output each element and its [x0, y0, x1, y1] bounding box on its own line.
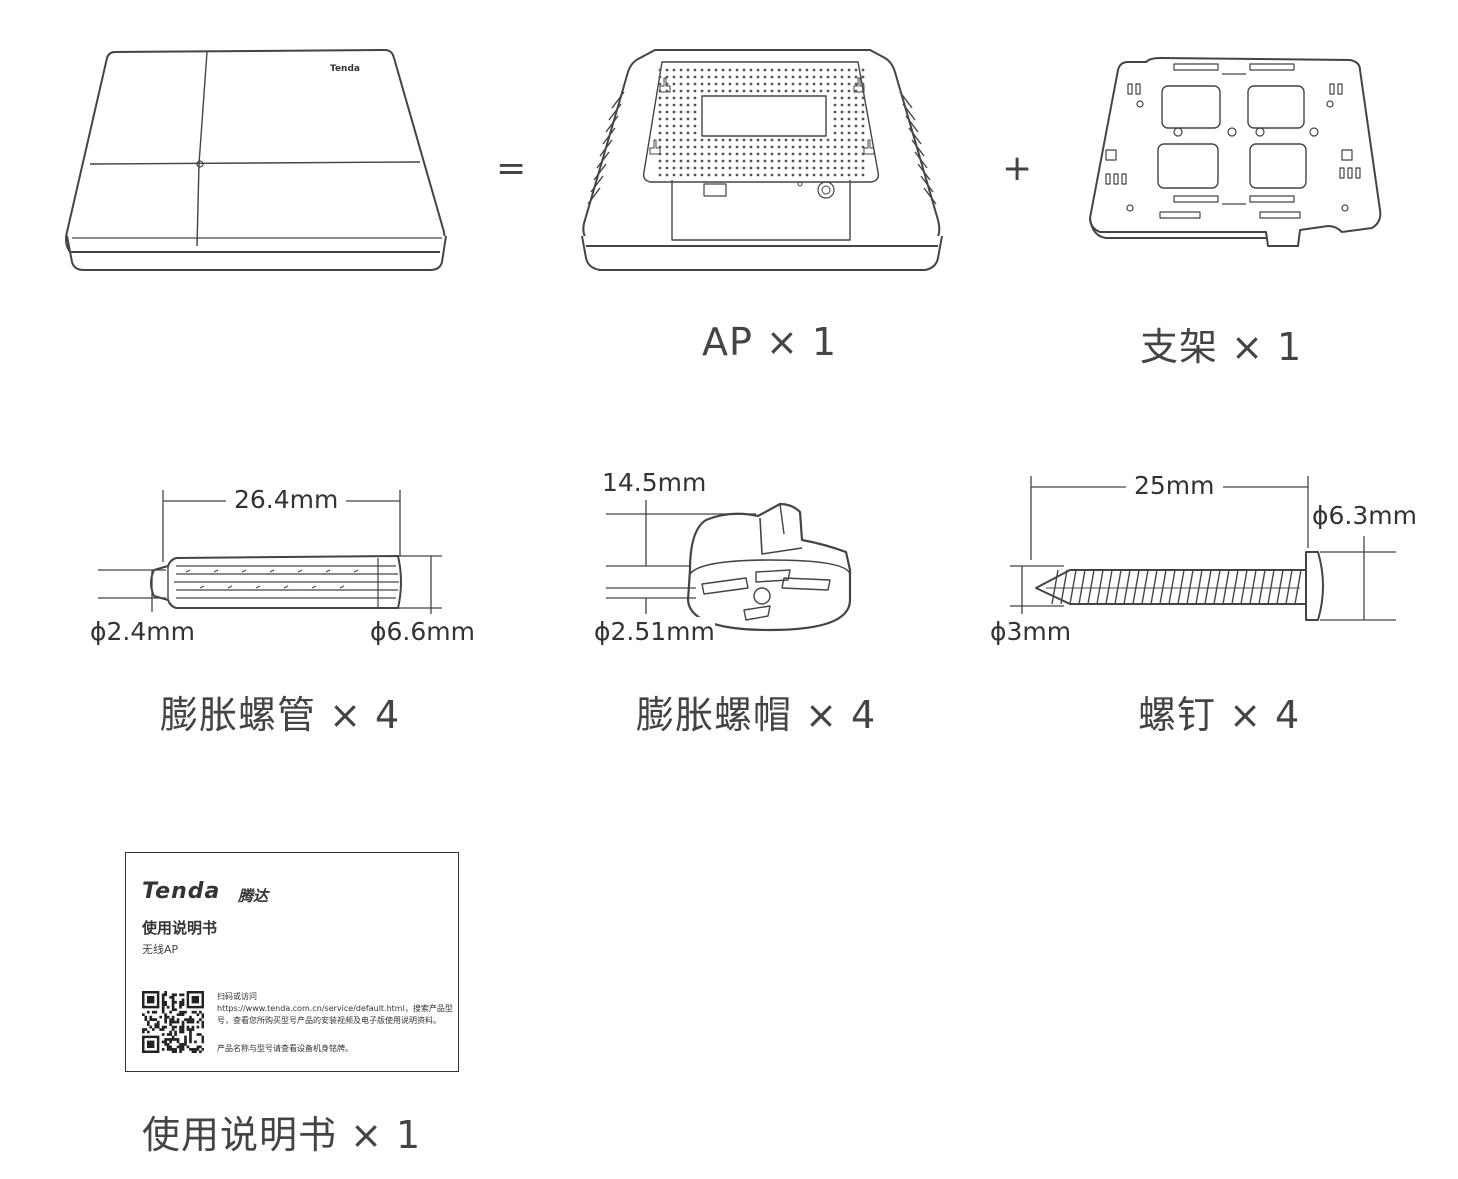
caption-bracket: 支架 × 1 — [1140, 325, 1303, 369]
manual-title: 使用说明书 — [142, 919, 218, 937]
dim-cap-height: 14.5mm — [602, 468, 707, 497]
manual-scan-label: 扫码或访问 — [217, 992, 257, 1001]
anchor-tube-dimension-lines — [98, 490, 442, 614]
ap-back-illustration — [581, 49, 943, 271]
dim-screw-length: 25mm — [1126, 471, 1223, 500]
screw-dimension-lines — [1010, 476, 1396, 621]
plus-sign: + — [1002, 148, 1033, 189]
anchor-cap-dimension-lines — [606, 500, 756, 614]
bracket-illustration — [1089, 57, 1382, 247]
caption-ap: AP × 1 — [702, 320, 838, 364]
anchor-cap-illustration — [686, 502, 852, 632]
screw-illustration — [1035, 551, 1324, 621]
manual-subtitle: 无线AP — [142, 943, 179, 956]
dim-screw-shaft: ϕ3mm — [990, 617, 1072, 646]
manual-brand-cn: 腾达 — [238, 887, 269, 905]
user-manual-card: Tenda 腾达 使用说明书 无线AP 扫码或访问 https://www.te… — [125, 852, 459, 1072]
dim-anchor-length: 26.4mm — [226, 485, 347, 514]
anchor-tube-illustration — [150, 554, 402, 609]
manual-note: 产品名称与型号请查看设备机身铭牌。 — [217, 1044, 353, 1053]
manual-brand-logo: Tenda — [142, 879, 221, 904]
ap-front-illustration: Tenda — [65, 49, 447, 271]
caption-screw: 螺钉 × 4 — [1138, 693, 1301, 737]
equals-sign: = — [496, 148, 527, 189]
manual-instructions: https://www.tenda.com.cn/service/default… — [217, 1004, 453, 1025]
dim-screw-head: ϕ6.3mm — [1312, 501, 1417, 530]
dim-anchor-outer: ϕ6.6mm — [370, 617, 475, 646]
dim-cap-hole: ϕ2.51mm — [594, 617, 715, 646]
caption-manual: 使用说明书 × 1 — [142, 1113, 422, 1157]
qr-code-icon — [142, 991, 204, 1053]
ap-logo: Tenda — [330, 64, 360, 74]
caption-anchor-cap: 膨胀螺帽 × 4 — [636, 693, 877, 737]
dim-anchor-inner: ϕ2.4mm — [90, 617, 195, 646]
caption-anchor-tube: 膨胀螺管 × 4 — [160, 693, 401, 737]
